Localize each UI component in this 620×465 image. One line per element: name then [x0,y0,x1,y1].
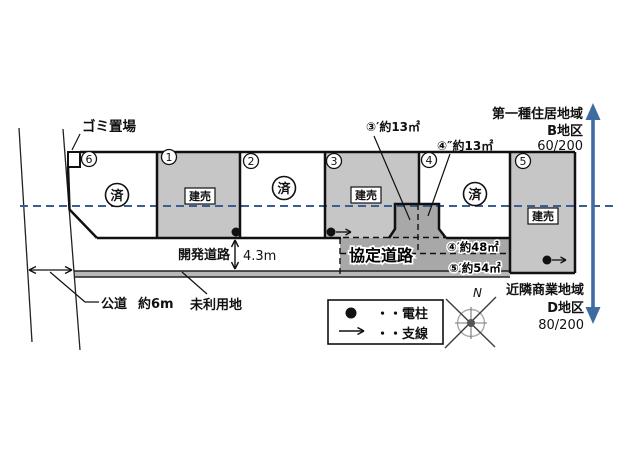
lot-5-number: 5 [520,155,527,168]
compass-north-label: N [473,286,482,300]
zone-north-name: 第一種住居地域 [492,106,583,122]
lot4-road-share-label: ④′約48㎡ [447,240,499,254]
lot5-road-share-label: ⑤′約54㎡ [449,261,501,275]
lot-1-number: 1 [166,151,173,164]
utility-pole-icon [542,255,552,265]
zone-north-ratio: 60/200 [537,139,583,154]
legend-box [327,299,444,345]
unused-land-strip [74,271,510,277]
zone-south-ratio: 80/200 [538,318,584,333]
lot-1-status: 建売 [189,189,211,203]
lot-3-number: 3 [331,155,338,168]
zone-north-district: B地区 [547,123,583,139]
road-dashed-lines [339,204,510,277]
lot-5-status: 建売 [532,209,554,223]
lot-2-status: 済 [277,181,291,197]
development-road-label: 開発道路 [178,247,231,263]
legend-wire-label: ・・支線 [376,326,429,342]
compass-icon: N [444,286,497,349]
public-road-right-line [62,128,81,351]
lot-3-status: 建売 [355,188,377,202]
legend-arrow-icon [339,326,365,336]
lot-6-number: 6 [86,153,93,166]
zone-extent-arrow [585,103,601,324]
agreement-road-label: 協定道路 [349,246,414,265]
legend-pole-icon [345,307,357,319]
road-tab-area [389,204,446,238]
lot-4-status: 済 [468,187,482,203]
tateuri-badges: 建売 建売 建売 [184,186,559,225]
zone-south-district: D地区 [547,300,584,316]
unused-land-label: 未利用地 [189,297,242,313]
utility-pole-icon [231,227,241,237]
garbage-area-label: ゴミ置場 [82,118,136,135]
sold-stamps: 済 済 済 [104,175,488,208]
zone-south-labels: 近隣商業地域 D地区 80/200 [506,282,584,333]
utility-pole-icon [326,227,336,237]
lot-4-number: 4 [426,154,433,167]
lot-2-number: 2 [248,155,255,168]
dev-road-width-arrow [230,239,240,270]
lot-6-status: 済 [110,188,124,204]
agreement-road-area [340,238,510,271]
lot4-annex-label: ④″約13㎡ [437,138,493,153]
public-road-width-label: 約6m [138,296,174,312]
block-outline [66,150,577,275]
public-road-label: 公道 [101,296,127,312]
public-road-left-line [18,127,33,343]
lot-number-badges: 6 1 2 3 4 5 [80,148,532,170]
guy-wire-icon [336,228,352,236]
public-road-width-arrow [28,265,73,275]
pointer-lines [49,133,451,303]
guy-wire-icon [552,256,567,264]
zone-north-labels: 第一種住居地域 B地区 60/200 [492,106,583,154]
lot3-annex-label: ③′約13㎡ [366,119,420,134]
garbage-area-box [67,151,81,168]
development-road-width-label: 4.3m [243,249,276,264]
zone-south-name: 近隣商業地域 [506,282,584,298]
legend: ・・電柱 ・・支線 [327,299,444,345]
legend-pole-label: ・・電柱 [376,306,428,322]
